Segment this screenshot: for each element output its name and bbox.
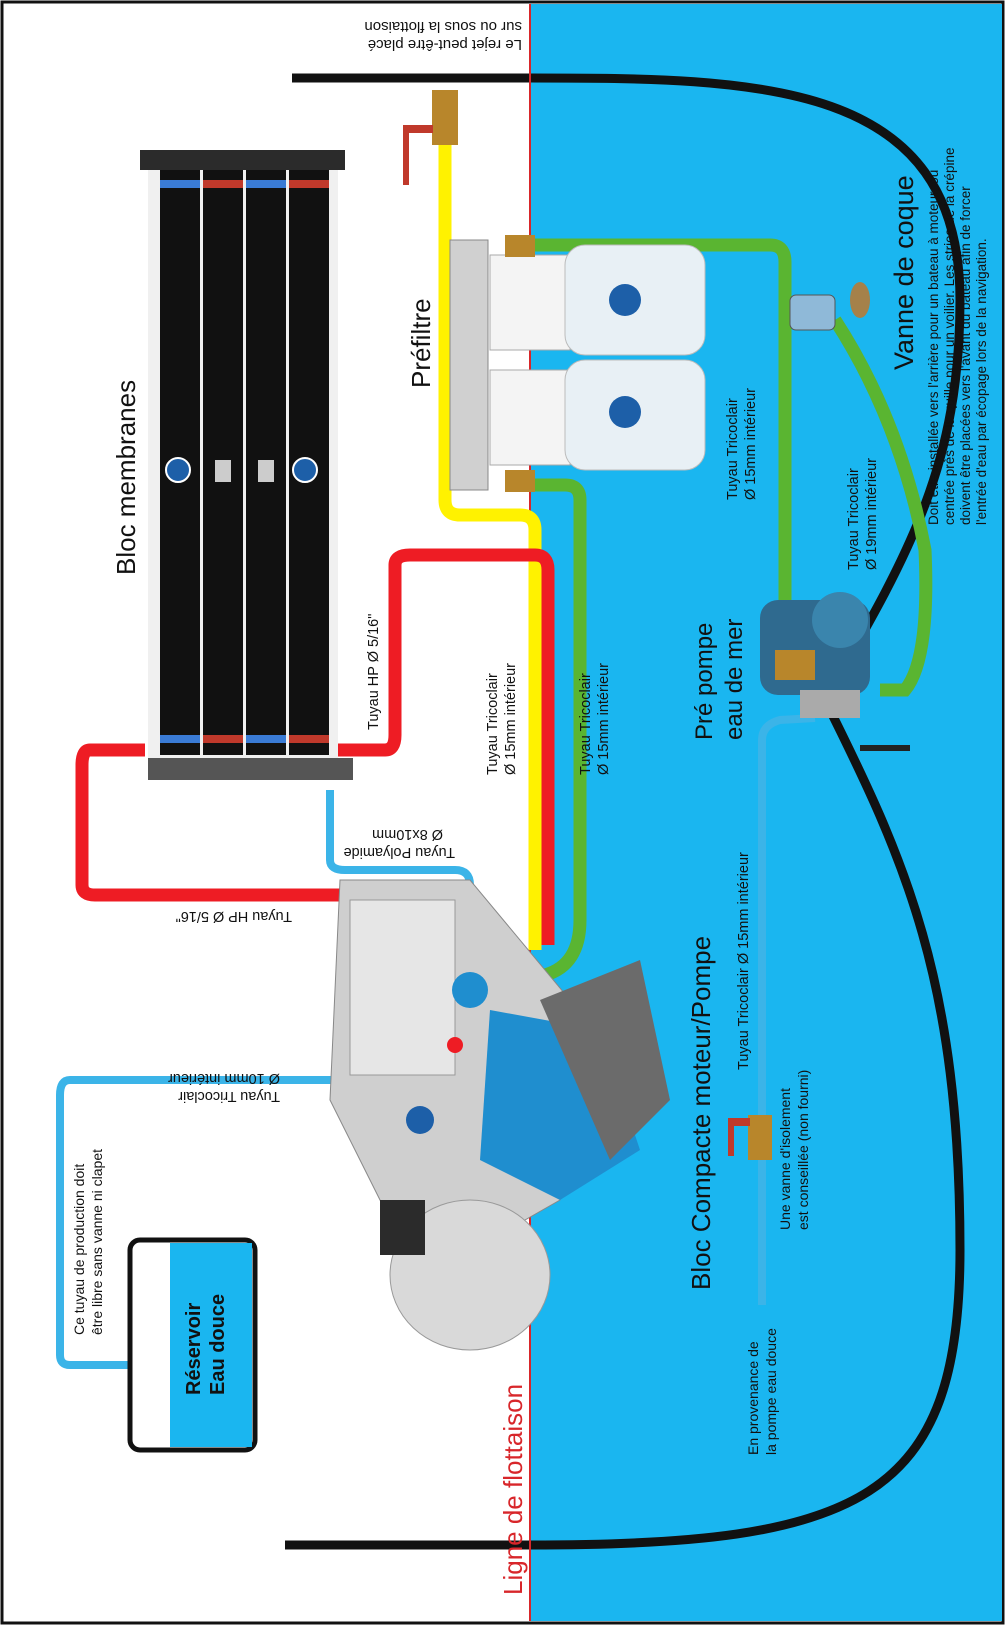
tuyau-15-green-line2: Ø 15mm intérieur [596, 663, 612, 775]
isolement-note-line2: est conseillée (non fourni) [795, 1070, 811, 1230]
rejet-note-line2: sur ou sous la flottaison [364, 18, 522, 35]
pre-pump-sea-water [760, 592, 910, 751]
blue-freshwater-hose [758, 714, 816, 1305]
provenance-note-line2: la pompe eau douce [763, 1328, 779, 1455]
blue-polyamide-hose [326, 790, 474, 960]
green-hose-19mm [829, 316, 933, 697]
provenance-note-line1: En provenance de [745, 1341, 761, 1455]
reject-valve [403, 90, 458, 185]
vanne-note-line3: doivent être placées vers l'avant du bat… [958, 186, 973, 525]
bloc-compacte-label: Bloc Compacte moteur/Pompe [686, 936, 716, 1290]
pre-pompe-line2: eau de mer [721, 619, 748, 740]
red-hp-hose-upper [320, 548, 555, 945]
yellow-reject-hose [438, 135, 542, 950]
tuyau-15-top-line1: Tuyau Tricoclair [725, 398, 741, 500]
isolement-note-line1: Une vanne d'isolement [777, 1088, 793, 1230]
tuyau-15-yellow-line2: Ø 15mm intérieur [503, 663, 519, 775]
vanne-note-line4: l'entrée d'eau par écopage lors de la na… [974, 238, 989, 525]
polyamide-line1: Tuyau Polyamide [344, 844, 456, 860]
blue-production-hose [56, 1040, 414, 1369]
tuyau-10-line2: Ø 10mm intérieur [168, 1070, 280, 1086]
tuyau-15-top-line2: Ø 15mm intérieur [743, 388, 759, 500]
membrane-block [140, 150, 353, 780]
tuyau-15-yellow-line1: Tuyau Tricoclair [485, 673, 501, 775]
prefilter-block [449, 235, 706, 492]
tuyau-15-fresh-label: Tuyau Tricoclair Ø 15mm intérieur [736, 852, 752, 1070]
prefiltre-label: Préfiltre [406, 298, 436, 388]
ligne-flottaison-label: Ligne de flottaison [498, 1384, 528, 1595]
rejet-note-line1: Le rejet peut-être placé [368, 36, 522, 53]
reservoir-label-line2: Eau douce [207, 1294, 229, 1395]
reservoir-label-line1: Réservoir [183, 1303, 205, 1395]
tuyau-hp-upper-label: Tuyau HP Ø 5/16" [366, 614, 382, 730]
tuyau-19-line1: Tuyau Tricoclair [846, 468, 862, 570]
vanne-note-line2: centrée près de la quille pour un voilie… [942, 148, 957, 525]
green-hose-seacock-to-prepump [535, 238, 792, 600]
tuyau-10-line1: Tuyau Tricoclair [178, 1088, 280, 1104]
tuyau-hp-lower-label: Tuyau HP Ø 5/16" [176, 908, 292, 924]
tuyau-15-green-line1: Tuyau Tricoclair [578, 673, 594, 775]
isolation-valve [728, 1115, 772, 1160]
vanne-coque-title: Vanne de coque [889, 175, 919, 370]
tuyau-19-line2: Ø 19mm intérieur [864, 458, 880, 570]
compact-motor-pump [329, 879, 670, 1351]
polyamide-line2: Ø 8x10mm [372, 826, 443, 842]
production-note-line1: Ce tuyau de production doit [71, 1164, 87, 1335]
sea-cock-valve [789, 282, 870, 331]
boat-hull [285, 73, 965, 1550]
bloc-membranes-label: Bloc membranes [111, 380, 141, 575]
pre-pompe-line1: Pré pompe [691, 623, 718, 740]
production-note-line2: être libre sans vanne ni clapet [89, 1149, 105, 1335]
green-hose-prefilter-to-pump [532, 478, 587, 982]
reservoir [127, 1237, 258, 1453]
vanne-note-line1: Doit être installée vers l'arrière pour … [926, 170, 941, 525]
